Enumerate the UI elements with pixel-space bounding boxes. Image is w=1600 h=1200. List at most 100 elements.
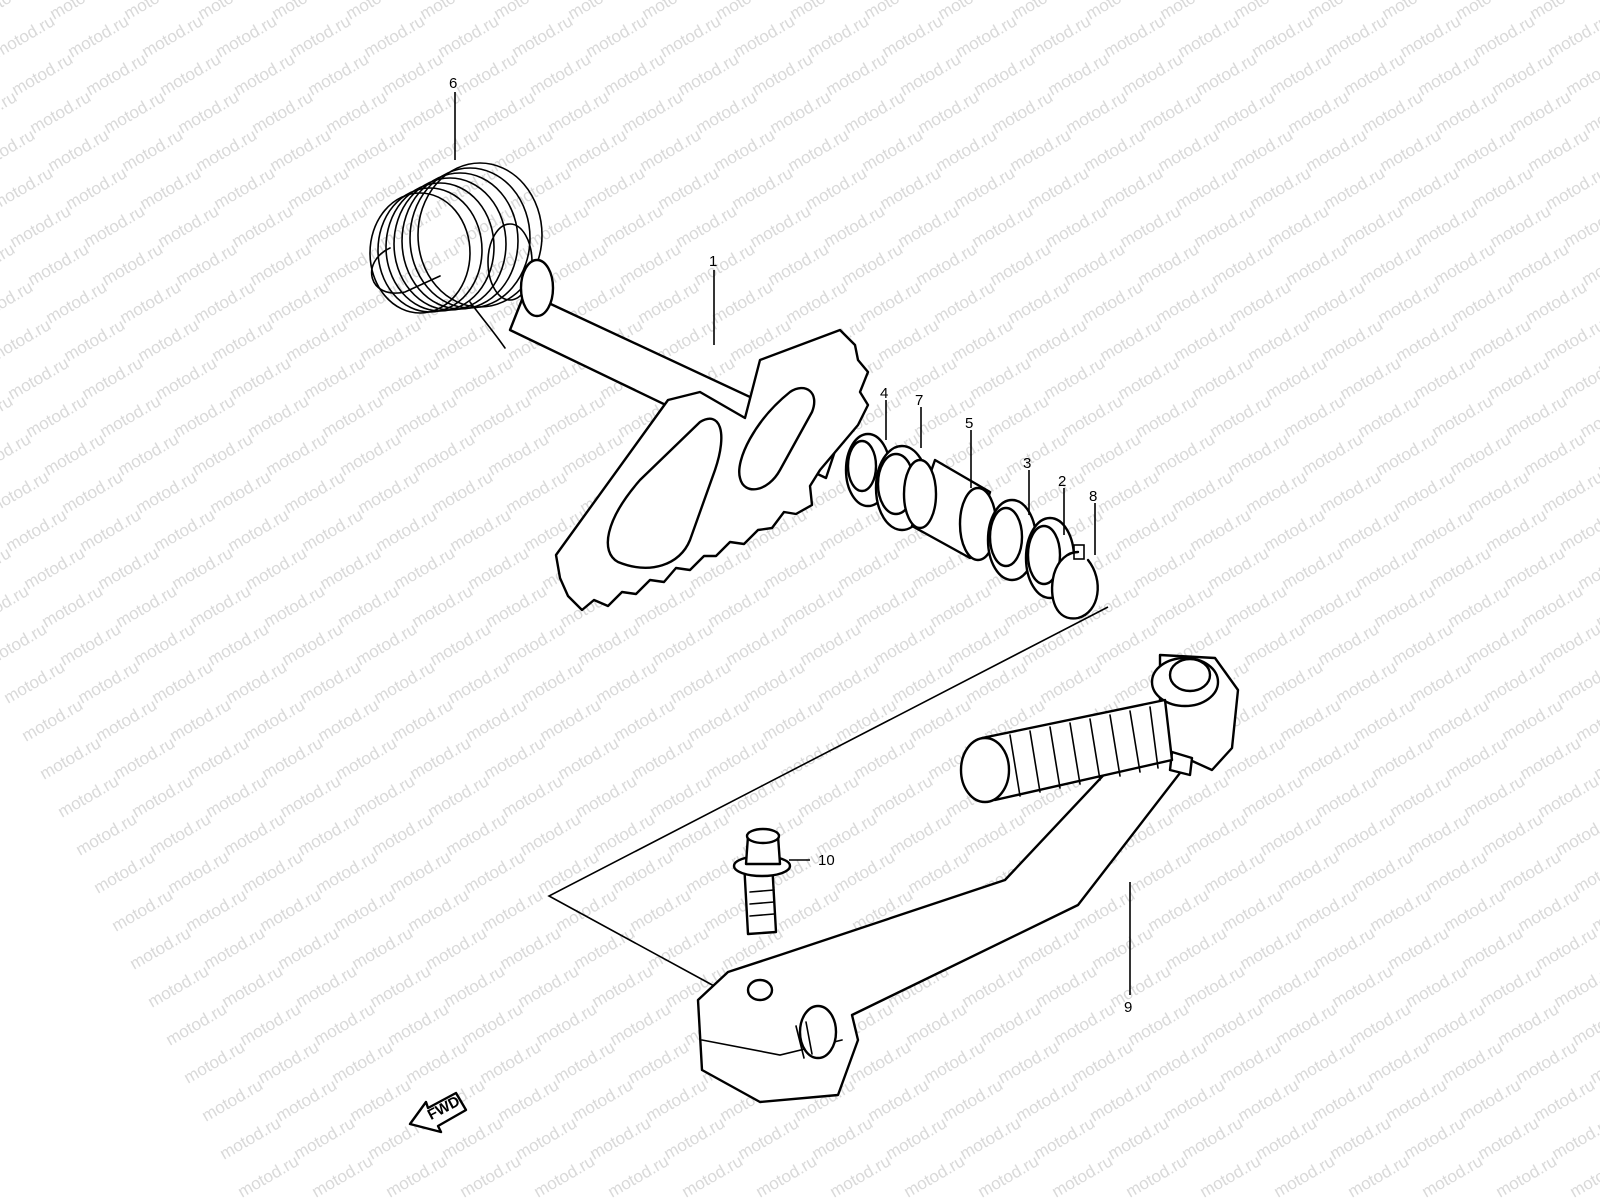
bolt-part-10[interactable] — [732, 827, 792, 936]
watermark-text: motod.ru — [387, 847, 455, 897]
watermark-text: motod.ru — [297, 657, 365, 707]
watermark-text: motod.ru — [1229, 125, 1297, 175]
watermark-text: motod.ru — [47, 0, 115, 23]
watermark-text: motod.ru — [1205, 543, 1273, 593]
washer-part-3[interactable] — [986, 498, 1038, 582]
watermark-text: motod.ru — [1541, 315, 1600, 365]
watermark-text: motod.ru — [97, 391, 165, 441]
watermark-text: motod.ru — [611, 695, 679, 745]
watermark-text: motod.ru — [59, 467, 127, 517]
watermark-text: motod.ru — [1311, 923, 1379, 973]
watermark-text: motod.ru — [513, 1113, 581, 1163]
watermark-text: motod.ru — [1273, 999, 1341, 1049]
watermark-text: motod.ru — [405, 885, 473, 935]
watermark-text: motod.ru — [1449, 277, 1517, 327]
watermark-text: motod.ru — [563, 125, 631, 175]
watermark-text: motod.ru — [1515, 885, 1583, 935]
watermark-text: motod.ru — [211, 163, 279, 213]
watermark-text: motod.ru — [1061, 239, 1129, 289]
watermark-text: motod.ru — [501, 619, 569, 669]
watermark-text: motod.ru — [333, 733, 401, 783]
callout-labels: 6 1 4 7 5 3 2 8 10 9 — [449, 75, 1132, 1016]
watermark-text: motod.ru — [1023, 315, 1091, 365]
watermark-text: motod.ru — [841, 87, 909, 137]
watermark-text: motod.ru — [39, 581, 107, 631]
watermark-text: motod.ru — [503, 467, 571, 517]
watermark-text: motod.ru — [1477, 961, 1545, 1011]
watermark-text: motod.ru — [1483, 505, 1551, 555]
watermark-text: motod.ru — [99, 239, 167, 289]
watermark-text: motod.ru — [1013, 1075, 1081, 1125]
watermark-text: motod.ru — [1245, 315, 1313, 365]
watermark-text: motod.ru — [775, 885, 843, 935]
watermark-text: motod.ru — [1353, 543, 1421, 593]
watermark-text: motod.ru — [785, 125, 853, 175]
watermark-text: motod.ru — [489, 125, 557, 175]
watermark-text: motod.ru — [1227, 277, 1295, 327]
watermark-text: motod.ru — [1309, 1075, 1377, 1125]
watermark-text: motod.ru — [459, 999, 527, 1049]
watermark-text: motod.ru — [175, 87, 243, 137]
watermark-text: motod.ru — [151, 505, 219, 555]
watermark-text: motod.ru — [379, 49, 447, 99]
watermark-text: motod.ru — [1169, 467, 1237, 517]
watermark-text: motod.ru — [147, 809, 215, 859]
watermark-text: motod.ru — [1465, 467, 1533, 517]
watermark-text: motod.ru — [1467, 315, 1535, 365]
watermark-text: motod.ru — [199, 1075, 267, 1125]
watermark-text: motod.ru — [425, 771, 493, 821]
kick-lever-part[interactable] — [696, 653, 1240, 1104]
watermark-text: motod.ru — [989, 87, 1057, 137]
watermark-text: motod.ru — [203, 771, 271, 821]
watermark-text: motod.ru — [1301, 277, 1369, 327]
watermark-text: motod.ru — [155, 201, 223, 251]
watermark-text: motod.ru — [181, 1037, 249, 1087]
watermark-text: motod.ru — [1321, 163, 1389, 213]
watermark-text: motod.ru — [1135, 239, 1203, 289]
watermark-text: motod.ru — [119, 125, 187, 175]
callout-9: 9 — [1124, 999, 1132, 1016]
watermark-text: motod.ru — [589, 961, 657, 1011]
watermark-text: motod.ru — [1275, 847, 1343, 897]
watermark-text: motod.ru — [971, 49, 1039, 99]
watermark-text: motod.ru — [293, 961, 361, 1011]
watermark-text: motod.ru — [1003, 429, 1071, 479]
watermark-text: motod.ru — [619, 87, 687, 137]
watermark-text: motod.ru — [205, 619, 273, 669]
watermark-text: motod.ru — [187, 581, 255, 631]
circlip-part-8[interactable] — [1050, 544, 1099, 620]
watermark-text: motod.ru — [259, 733, 327, 783]
watermark-text: motod.ru — [101, 87, 169, 137]
watermark-text: motod.ru — [157, 49, 225, 99]
kick-gear-part[interactable] — [554, 328, 870, 612]
callout-8: 8 — [1089, 488, 1097, 505]
watermark-text: motod.ru — [861, 0, 929, 23]
watermark-text: motod.ru — [1123, 1151, 1191, 1200]
watermark-text: motod.ru — [1341, 49, 1409, 99]
watermark-text: motod.ru — [1261, 505, 1329, 555]
watermark-text: motod.ru — [1189, 353, 1257, 403]
watermark-text: motod.ru — [857, 277, 925, 327]
watermark-text: motod.ru — [805, 11, 873, 61]
watermark-text: motod.ru — [1095, 467, 1163, 517]
watermark-text: motod.ru — [0, 315, 54, 365]
watermark-text: motod.ru — [1319, 315, 1387, 365]
kick-rubber-grip[interactable] — [959, 698, 1174, 804]
watermark-text: motod.ru — [587, 1113, 655, 1163]
watermark-text: motod.ru — [601, 49, 669, 99]
watermark-text: motod.ru — [269, 0, 337, 23]
callout-7: 7 — [915, 392, 923, 409]
watermark-text: motod.ru — [303, 201, 371, 251]
watermark-text: motod.ru — [1263, 353, 1331, 403]
watermark-text: motod.ru — [957, 1113, 1025, 1163]
watermark-text: motod.ru — [1049, 1151, 1117, 1200]
watermark-text: motod.ru — [517, 809, 585, 859]
watermark-text: motod.ru — [1339, 201, 1407, 251]
watermark-text: motod.ru — [115, 429, 183, 479]
watermark-text: motod.ru — [283, 315, 351, 365]
watermark-text: motod.ru — [61, 315, 129, 365]
watermark-text: motod.ru — [1451, 125, 1519, 175]
watermark-text: motod.ru — [961, 809, 1029, 859]
watermark-text: motod.ru — [41, 429, 109, 479]
